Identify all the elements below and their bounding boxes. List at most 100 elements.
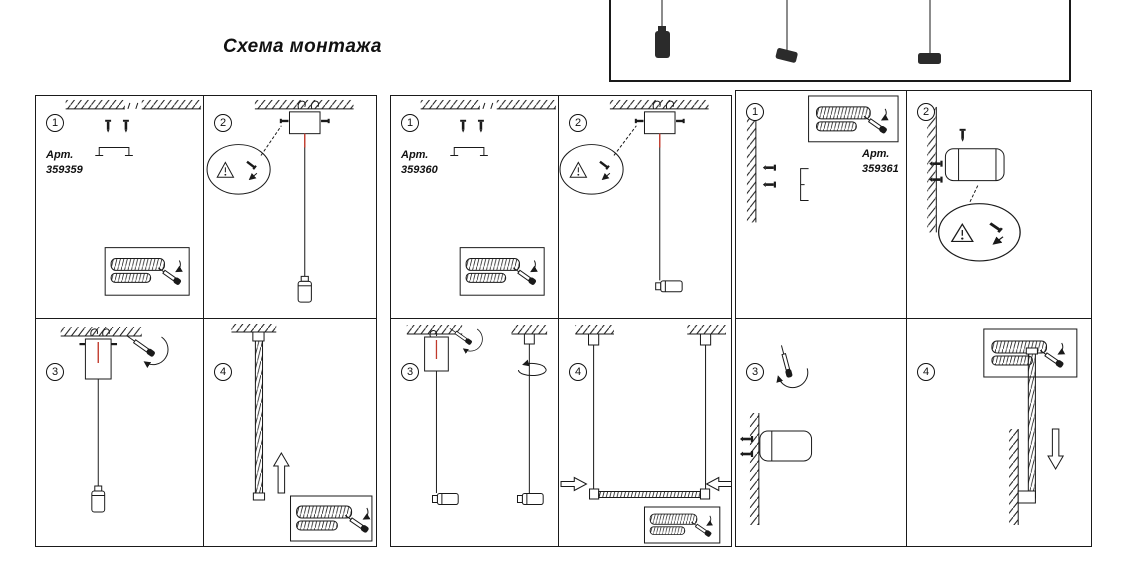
ceiling-hatch [60, 327, 142, 336]
wall-hatch [749, 413, 759, 525]
wiring-inset-box [643, 506, 721, 544]
tube-end-cap [589, 488, 600, 500]
screw-icon [281, 119, 289, 123]
step-number-badge: 1 [401, 114, 419, 132]
pendant-lamp-icon [91, 485, 106, 513]
ceiling-hatch [575, 325, 614, 334]
wiring-inset-box [104, 247, 190, 296]
ceiling-hatch [141, 99, 202, 109]
wall-connector [1017, 490, 1036, 504]
ceiling-hatch [231, 324, 277, 332]
step4-drawing [560, 325, 731, 544]
step4-drawing [983, 328, 1078, 525]
step-cell-2: 2 [559, 96, 731, 319]
mounting-bracket-icon [800, 168, 809, 202]
step2-drawing [204, 99, 354, 303]
ceiling-hatch [609, 99, 709, 109]
step-cell-4: 4 [907, 319, 1091, 546]
step2-drawing [559, 99, 709, 293]
mounting-bracket-icon [450, 147, 488, 156]
dowel-screw-icon [122, 119, 129, 133]
ceiling-hatch [511, 325, 548, 334]
step-number-badge: 2 [917, 103, 935, 121]
panel-359360: 1 Арт. 359360 2 [390, 95, 732, 547]
wall-hatch [927, 106, 937, 233]
wall-hatch [1009, 429, 1019, 525]
spot-lamp-icon [516, 493, 544, 505]
pendant-lamp-icon [775, 48, 798, 63]
dowel-screw-icon [105, 119, 112, 133]
step-cell-3: 3 [391, 319, 559, 546]
step-number-badge: 3 [46, 363, 64, 381]
product-display-box [609, 0, 1071, 82]
step-cell-4: 4 [204, 319, 376, 546]
dowel-screw-icon [477, 119, 484, 133]
cable-connector [252, 331, 265, 342]
tube-lamp-icon [598, 491, 701, 498]
step-cell-1: 1 Арт. 359361 [736, 91, 907, 319]
screwdriver-icon [126, 334, 168, 365]
step-number-badge: 1 [746, 103, 764, 121]
spot-lamp-icon [432, 493, 459, 505]
arrow-right-icon [560, 476, 587, 492]
rotate-arrow-icon [518, 363, 546, 375]
wires-icon [429, 330, 438, 338]
cable-connector [699, 333, 712, 346]
pendant-lamp-icon [918, 53, 941, 64]
screw-icon [739, 436, 754, 442]
tube-end-cap [1025, 347, 1038, 355]
callout-leader [613, 125, 637, 156]
wall-hatch [746, 104, 756, 223]
step-number-badge: 3 [401, 363, 419, 381]
ceiling-hatch [687, 325, 726, 334]
screw-icon [739, 451, 754, 457]
step-cell-1: 1 Арт. 359360 [391, 96, 559, 319]
step-cell-2: 2 [907, 91, 1091, 319]
warning-callout-icon [560, 145, 623, 195]
step-number-badge: 4 [214, 363, 232, 381]
step-number-badge: 2 [214, 114, 232, 132]
step-cell-4: 4 [559, 319, 731, 546]
tube-end-cap [252, 492, 266, 501]
page-title: Схема монтажа [223, 36, 382, 57]
cable-connector [588, 333, 600, 346]
pendant-lamp-icon [297, 275, 312, 303]
step3-drawing [739, 319, 906, 525]
article-number: Арт. 359360 [401, 149, 438, 176]
panel-359359: 1 Арт. 359359 2 [35, 95, 377, 547]
arrow-left-icon [706, 476, 731, 492]
wiring-inset-box [459, 247, 545, 296]
step-cell-2: 2 [204, 96, 376, 319]
screw-icon [111, 343, 118, 346]
article-number: Арт. 359361 [862, 148, 899, 175]
step4-drawing [231, 324, 373, 542]
ceiling-hatch [254, 99, 354, 109]
pendant-lamps-drawing [655, 0, 941, 64]
pendant-lamp-cap [658, 26, 666, 31]
screw-icon [959, 128, 966, 142]
screwdriver-icon [762, 342, 815, 393]
ceiling-canopy [288, 111, 321, 135]
dowel-screw-icon [460, 119, 467, 133]
step3-drawing [406, 325, 548, 505]
screw-icon [636, 119, 644, 123]
ceiling-hatch [406, 325, 463, 334]
ceiling-hatch [496, 99, 557, 109]
warning-callout-icon [207, 145, 270, 195]
tube-end-cap [699, 488, 711, 500]
wires-icon [297, 100, 319, 110]
step-cell-3: 3 [36, 319, 204, 546]
arrow-down-icon [1047, 428, 1064, 470]
callout-leader [969, 185, 979, 203]
step1-drawing [420, 99, 557, 296]
step-number-badge: 3 [746, 363, 764, 381]
pendant-lamp-icon [655, 31, 670, 58]
spot-lamp-icon [655, 280, 683, 293]
step3-drawing [60, 327, 203, 513]
step-cell-3: 3 [736, 319, 907, 546]
ceiling-hatch [65, 99, 125, 109]
screw-icon [79, 343, 86, 346]
step-number-badge: 4 [569, 363, 587, 381]
mounting-bracket-icon [95, 147, 133, 156]
step1-drawing [65, 99, 202, 296]
